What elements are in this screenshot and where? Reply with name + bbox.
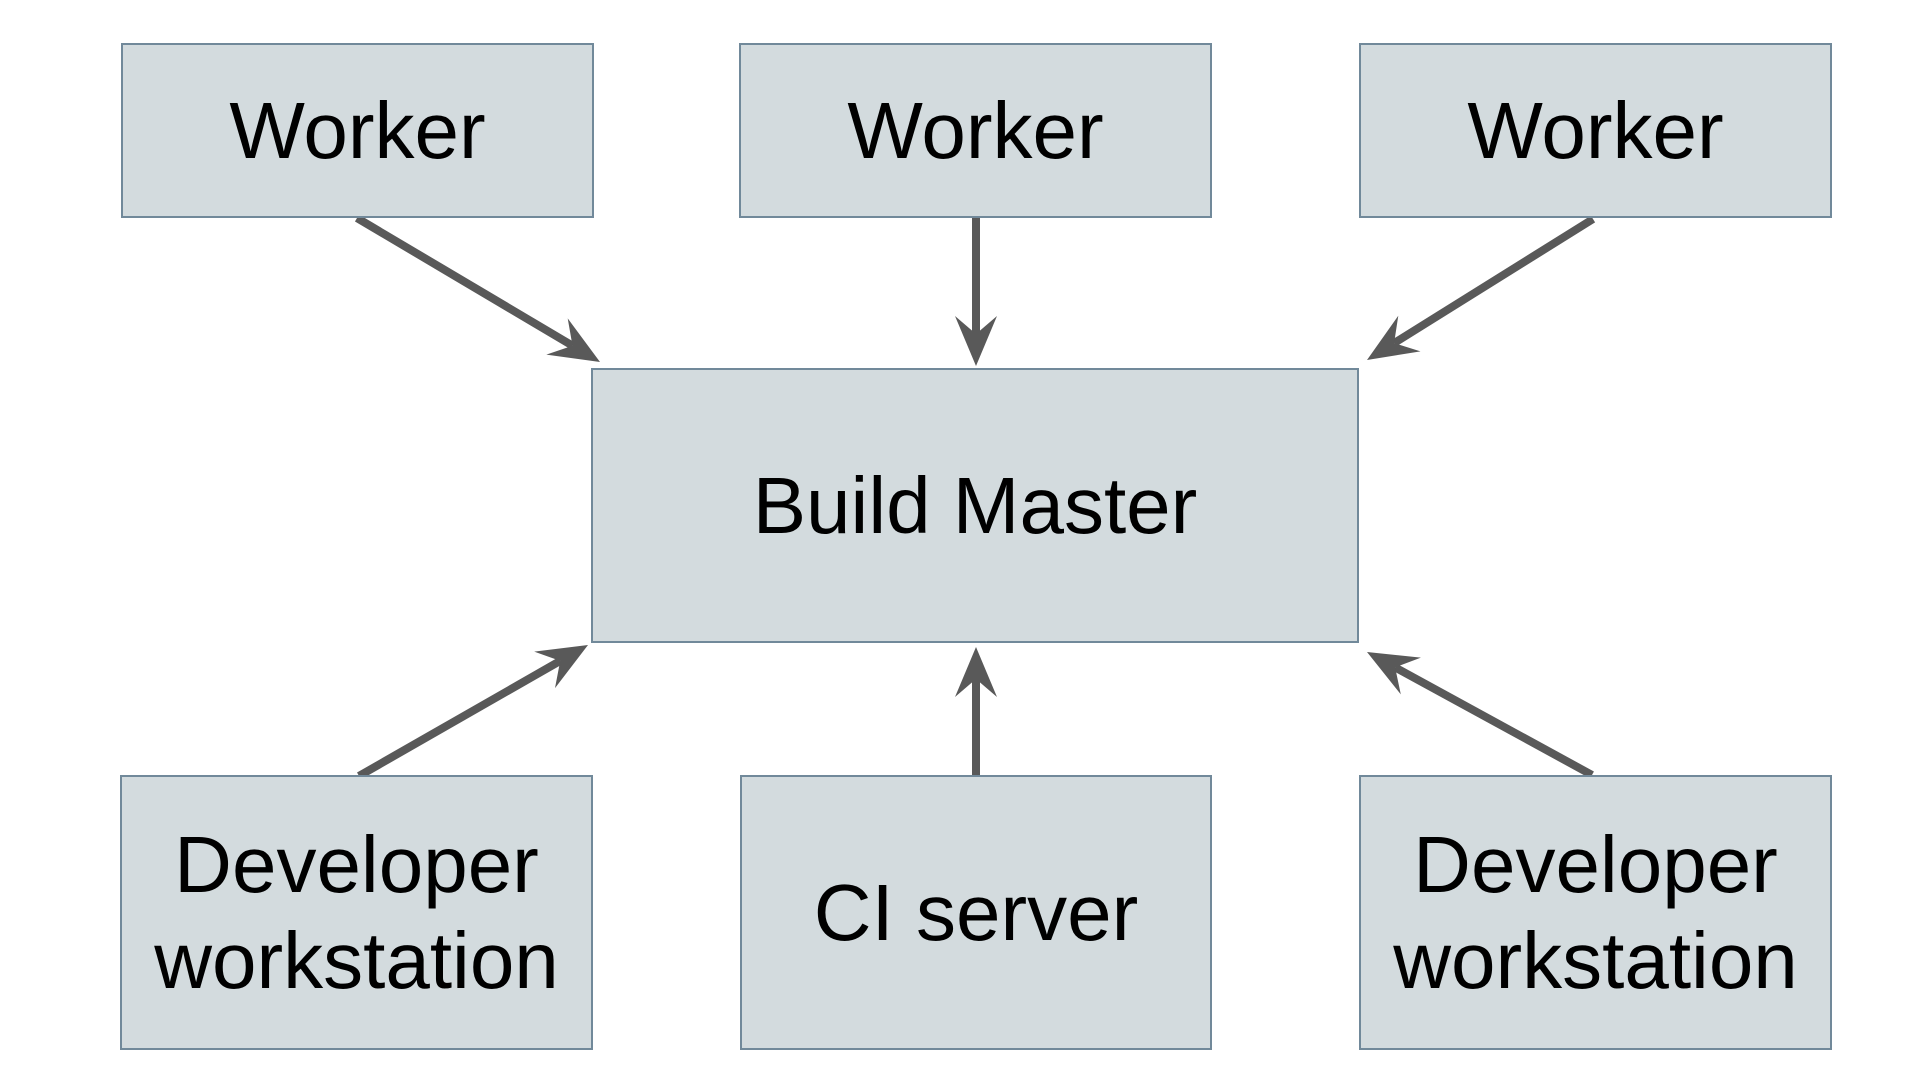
arrow-shaft (1392, 215, 1596, 347)
arrow-shaft (357, 657, 563, 780)
node-label: Worker (847, 85, 1104, 175)
node-worker-2: Worker (739, 43, 1212, 218)
node-label: Developer workstation (1393, 819, 1798, 1005)
node-label: Worker (1467, 85, 1724, 175)
node-label: CI server (813, 867, 1139, 957)
node-label: Worker (229, 85, 486, 175)
arrow-developer-workstation-right-to-build-master (1367, 652, 1594, 779)
node-label: Developer workstation (154, 819, 559, 1005)
node-ci-server: CI server (740, 775, 1212, 1050)
arrowhead-icon (1367, 315, 1421, 360)
arrowhead-icon (955, 316, 997, 366)
node-build-master: Build Master (591, 368, 1359, 643)
arrowhead-icon (534, 645, 588, 689)
node-worker-1: Worker (121, 43, 594, 218)
arrow-shaft (354, 214, 575, 350)
arrow-worker-3-to-build-master (1367, 215, 1596, 360)
arrow-worker-1-to-build-master (354, 214, 600, 362)
arrowhead-icon (955, 647, 997, 697)
arrow-shaft (1393, 663, 1594, 779)
node-worker-3: Worker (1359, 43, 1832, 218)
arrowhead-icon (546, 318, 600, 362)
arrow-developer-workstation-left-to-build-master (357, 645, 588, 780)
node-developer-workstation-right: Developer workstation (1359, 775, 1832, 1050)
arrow-ci-server-to-build-master (955, 647, 997, 775)
node-developer-workstation-left: Developer workstation (120, 775, 593, 1050)
arrowhead-icon (1367, 652, 1421, 695)
node-label: Build Master (752, 460, 1198, 550)
arrow-worker-2-to-build-master (955, 218, 997, 366)
